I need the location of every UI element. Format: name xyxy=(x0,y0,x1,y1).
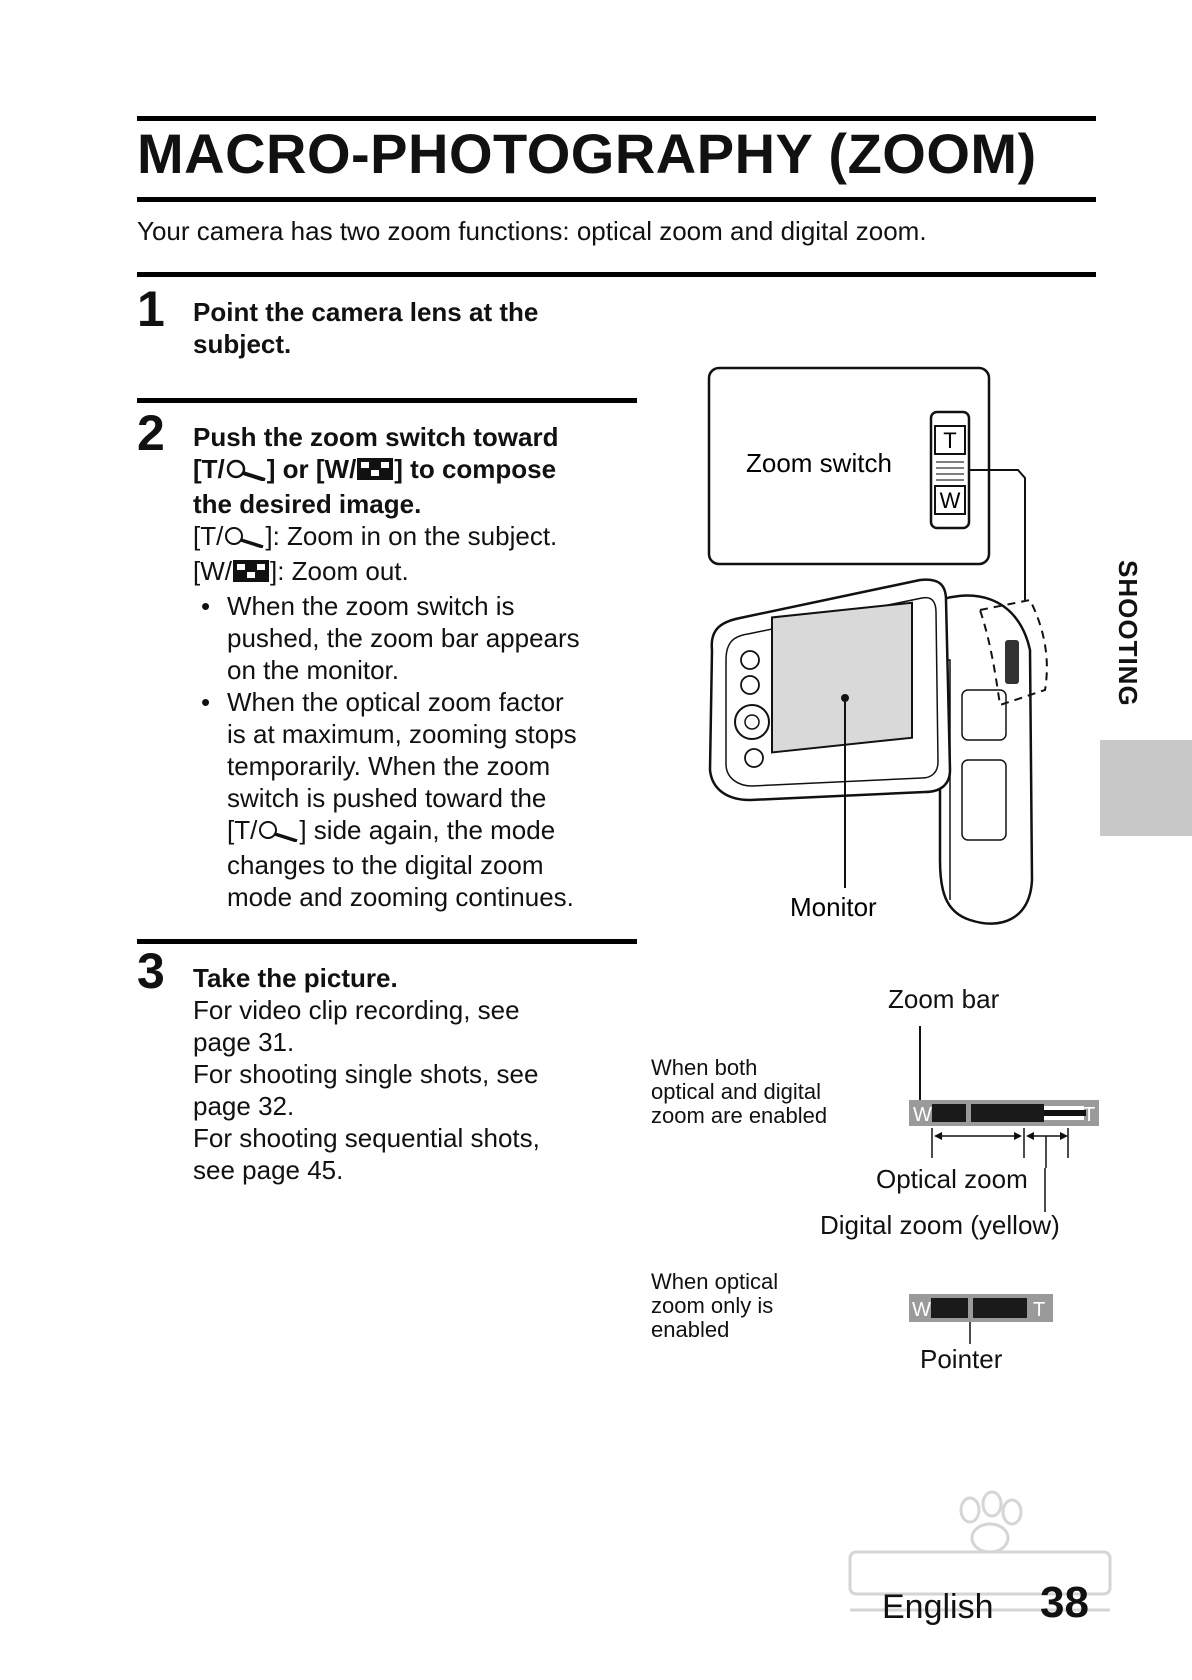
step-2-bullet-1: When the zoom switch is pushed, the zoom… xyxy=(193,590,633,686)
step-2-heading-line: [T/ ] or [W/ ] to compose xyxy=(193,453,633,488)
magnifier-icon xyxy=(223,523,265,555)
zoom-bar-optical: W T xyxy=(909,1294,1053,1344)
zoom-switch-leader xyxy=(969,469,1026,600)
bar-w-label: W xyxy=(912,1299,931,1321)
zoom-switch-label: Zoom switch xyxy=(746,448,892,478)
step-2-number: 2 xyxy=(137,405,165,461)
bar-t-label: T xyxy=(1033,1299,1045,1321)
grid-wide-icon xyxy=(232,558,270,590)
magnifier-icon xyxy=(257,817,299,849)
step-3-heading: Take the picture. xyxy=(193,963,398,993)
bullet-line: on the monitor. xyxy=(227,655,399,685)
step-3-line: see page 45. xyxy=(193,1155,344,1185)
step-2-t-desc-line: [T/ ]: Zoom in on the subject. xyxy=(193,520,633,555)
w-prefix: [W/ xyxy=(193,556,232,586)
optical-only-caption: When optical zoom only is enabled xyxy=(651,1270,778,1342)
intro-text: Your camera has two zoom functions: opti… xyxy=(137,216,927,246)
zoom-switch-callout-box xyxy=(707,366,991,566)
footer-page-number: 38 xyxy=(1040,1578,1089,1627)
step-3-rule xyxy=(137,939,637,944)
caption-line: When both xyxy=(651,1055,758,1080)
switch-w-label: W xyxy=(940,488,961,513)
bullet-line: pushed, the zoom bar appears xyxy=(227,623,580,653)
t-desc: ]: Zoom in on the subject. xyxy=(265,521,558,551)
grid-wide-icon xyxy=(356,456,394,488)
title-top-rule xyxy=(137,116,1096,121)
step-2-t-open: [T/ xyxy=(193,454,225,484)
monitor-screen xyxy=(771,601,913,754)
side-tab-label: SHOOTING xyxy=(1113,560,1143,707)
caption-line: When optical xyxy=(651,1269,779,1294)
bullet-line: When the zoom switch is xyxy=(227,591,515,621)
step-1-number: 1 xyxy=(137,281,165,337)
both-enabled-caption: When both optical and digital zoom are e… xyxy=(651,1056,827,1128)
baidu-watermark-logo xyxy=(848,1490,1112,1612)
step-2-after-w: ] to compose xyxy=(394,454,557,484)
bar-t-label: T xyxy=(1083,1104,1095,1126)
page-title: MACRO-PHOTOGRAPHY (ZOOM) xyxy=(137,122,1037,185)
t-prefix: [T/ xyxy=(193,521,224,551)
step-3-line: For video clip recording, see xyxy=(193,995,520,1025)
zoom-bar-both: W T xyxy=(909,1026,1099,1168)
bullet-line: temporarily. When the zoom xyxy=(227,751,551,781)
magnifier-icon xyxy=(225,456,267,488)
step-3-line: page 32. xyxy=(193,1091,295,1121)
switch-highlight-dashed xyxy=(978,598,1048,707)
bullet-t-rest: ] side again, the mode xyxy=(299,815,556,845)
bullet-line: switch is pushed toward the xyxy=(227,783,547,813)
step-2-text: Push the zoom switch toward [T/ ] or [W/]… xyxy=(193,421,633,913)
step-1-heading-line: subject. xyxy=(193,329,292,359)
caption-line: optical and digital xyxy=(651,1079,822,1104)
step-2-heading-line: the desired image. xyxy=(193,489,422,519)
section-rule xyxy=(137,272,1096,277)
t-prefix: [T/ xyxy=(227,815,258,845)
step-3-line: For shooting single shots, see xyxy=(193,1059,539,1089)
pointer-label: Pointer xyxy=(920,1344,1003,1374)
caption-line: enabled xyxy=(651,1317,730,1342)
step-1-text: Point the camera lens at the subject. xyxy=(193,296,633,360)
zoom-bar-label: Zoom bar xyxy=(888,984,1000,1014)
caption-line: zoom only is xyxy=(651,1293,774,1318)
monitor-label: Monitor xyxy=(790,892,877,922)
step-3-line: page 31. xyxy=(193,1027,295,1057)
bar-w-label: W xyxy=(913,1104,932,1126)
camera-figure: T W Zoom switch Monitor xyxy=(707,366,1048,925)
step-1-heading-line: Point the camera lens at the xyxy=(193,297,539,327)
step-2-w-desc-line: [W/ ]: Zoom out. xyxy=(193,555,633,590)
bullet-line: is at maximum, zooming stops xyxy=(227,719,577,749)
step-2-mid: ] or [W/ xyxy=(266,454,357,484)
bullet-line: mode and zooming continues. xyxy=(227,882,574,912)
digital-zoom-label: Digital zoom (yellow) xyxy=(820,1210,1060,1240)
bullet-line: [T/ ] side again, the mode xyxy=(227,814,633,849)
step-2-bullet-2: When the optical zoom factor is at maxim… xyxy=(193,686,633,913)
caption-line: zoom are enabled xyxy=(651,1103,828,1128)
title-bottom-rule xyxy=(137,197,1096,202)
step-2-heading-line: Push the zoom switch toward xyxy=(193,422,559,452)
footer-language: English xyxy=(882,1588,994,1626)
bullet-line: changes to the digital zoom xyxy=(227,850,544,880)
optical-zoom-label: Optical zoom xyxy=(876,1164,1028,1194)
digital-zoom-leader xyxy=(1044,1168,1046,1212)
w-desc: ]: Zoom out. xyxy=(270,556,409,586)
step-3-text: Take the picture. For video clip recordi… xyxy=(193,962,633,1186)
bullet-line: When the optical zoom factor xyxy=(227,687,564,717)
step-3-number: 3 xyxy=(137,943,165,999)
side-tab-marker xyxy=(1100,740,1192,836)
step-3-line: For shooting sequential shots, xyxy=(193,1123,540,1153)
step-2-rule xyxy=(137,398,637,403)
switch-t-label: T xyxy=(943,428,956,453)
